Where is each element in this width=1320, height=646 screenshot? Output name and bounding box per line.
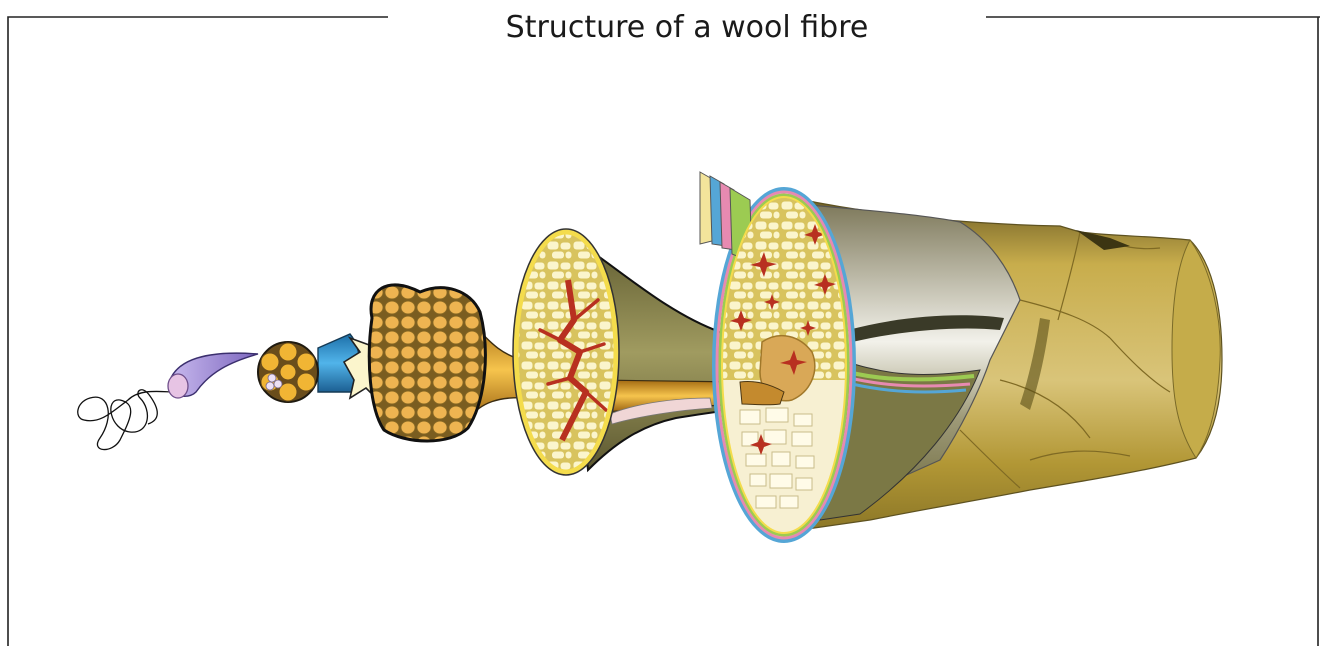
microfibril bbox=[258, 334, 360, 402]
alpha-helix-coil bbox=[78, 390, 175, 450]
protofibril bbox=[168, 353, 258, 398]
